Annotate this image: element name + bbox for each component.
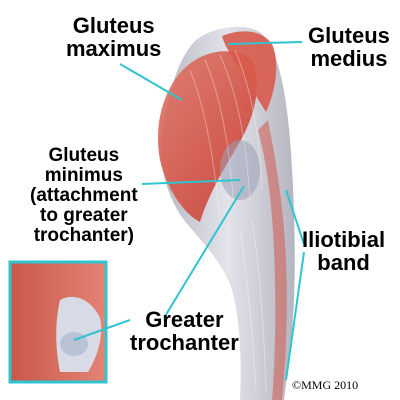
label-iliotibial-band-line1: Iliotibial [302, 227, 386, 252]
label-greater-trochanter: Greater trochanter [130, 308, 239, 354]
leader-iliotibial-band [285, 189, 305, 245]
leader-greater-trochanter-inset [73, 319, 131, 341]
label-iliotibial-band-line2: band [317, 250, 370, 276]
label-greater-trochanter-line2: trochanter [130, 330, 239, 356]
leader-gluteus-medius [227, 41, 303, 45]
label-greater-trochanter-line1: Greater [145, 307, 224, 332]
label-gluteus-medius: Gluteus medius [308, 24, 390, 70]
leader-gluteus-minimus [141, 179, 241, 185]
label-gluteus-medius-line2: medius [310, 46, 388, 72]
label-gluteus-minimus-line3: (attachment [30, 184, 138, 206]
label-gluteus-minimus-line5: trochanter) [33, 224, 134, 246]
greater-trochanter-inset [8, 260, 108, 384]
label-gluteus-minimus-line4: to greater [40, 204, 128, 226]
label-gluteus-medius-line1: Gluteus [308, 23, 390, 48]
leader-iliotibial-band-2 [285, 251, 305, 381]
leader-gluteus-maximus [119, 63, 183, 101]
label-gluteus-maximus: Gluteus maximus [66, 14, 161, 60]
label-gluteus-minimus-line1: Gluteus [48, 145, 120, 166]
gluteus-maximus-muscle [157, 51, 257, 222]
gluteus-medius-muscle [222, 31, 277, 112]
label-gluteus-maximus-line1: Gluteus [72, 13, 155, 38]
iliotibial-band-shape [258, 120, 287, 400]
leader-lines [73, 41, 305, 381]
label-gluteus-minimus: Gluteus minimus (attachment to greater t… [30, 146, 138, 246]
label-iliotibial-band: Iliotibial band [302, 228, 385, 274]
label-gluteus-minimus-line2: minimus [44, 164, 123, 186]
gluteus-minimus-attachment [220, 140, 260, 200]
fiber-lines [189, 49, 267, 391]
copyright-text: ©MMG 2010 [292, 378, 359, 392]
label-gluteus-maximus-line2: maximus [66, 36, 162, 62]
leader-greater-trochanter [163, 185, 245, 319]
